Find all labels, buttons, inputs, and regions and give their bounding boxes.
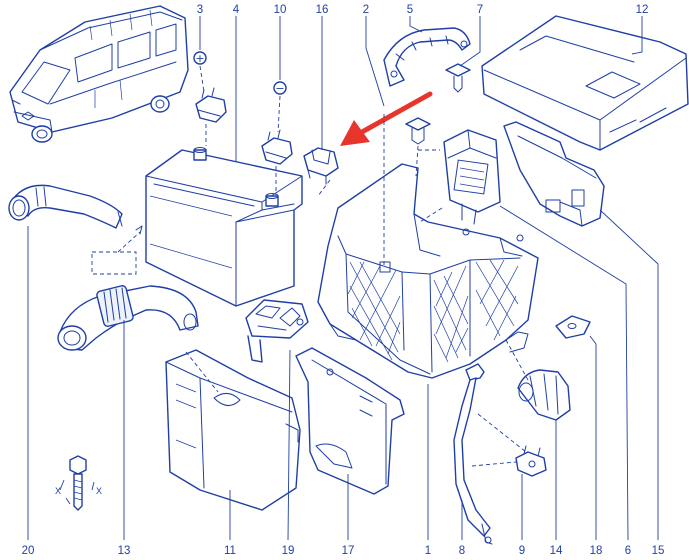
- callout-10: 10: [274, 4, 287, 16]
- minus-symbol: −: [275, 82, 284, 95]
- callout-7: 7: [477, 4, 483, 16]
- callout-16: 16: [316, 4, 329, 16]
- part-13-intake-duct: [57, 285, 199, 351]
- part-17-bracket: [295, 347, 405, 495]
- part-11-axis: [185, 351, 219, 393]
- callout-13: 13: [118, 545, 131, 557]
- part-5-handle: [383, 27, 471, 87]
- part-6-fuse-box: [443, 129, 501, 225]
- part-2-axis-b: [415, 145, 419, 177]
- callout-15: 15: [652, 545, 665, 557]
- callout-14: 14: [550, 545, 563, 557]
- plus-symbol: +: [195, 52, 204, 65]
- callout-19: 19: [282, 545, 295, 557]
- part-1-battery-tray: [317, 163, 539, 379]
- part-18-hole: [567, 323, 577, 329]
- part-12-top-cover: [481, 15, 689, 151]
- highlight-arrow-shaft: [359, 91, 433, 135]
- part-3-positive-terminal: [195, 87, 227, 123]
- part-9-axis-b: [471, 461, 517, 467]
- callout-12: 12: [636, 4, 649, 16]
- part-9-connector: [515, 445, 547, 477]
- bottom-left-screw: [59, 455, 95, 511]
- callout-numbers: 3 4 10 16 2 5 7 12 20 13 11 19 17 1 8 9 …: [22, 4, 665, 557]
- part-7-screw: [445, 63, 471, 93]
- part-16-axis: [317, 179, 331, 197]
- callout-9: 9: [519, 545, 525, 557]
- callout-2: 2: [363, 4, 369, 16]
- part-14-axis: [505, 339, 529, 381]
- plus-symbol-circle: [193, 51, 207, 65]
- part-11-battery-cover: [165, 349, 301, 511]
- callout-6: 6: [625, 545, 631, 557]
- callout-3: 3: [197, 4, 203, 16]
- part-10-negative-terminal: [261, 129, 293, 165]
- dimension-x-right: X: [96, 486, 102, 496]
- hidden-part-leader: [117, 231, 141, 253]
- part-15-bracket: [503, 121, 605, 227]
- callout-4: 4: [233, 4, 240, 16]
- part-8-tube: [453, 363, 493, 545]
- part-6-axis: [418, 149, 443, 223]
- part-10-axis: [275, 95, 281, 192]
- part-3-axis: [199, 65, 207, 146]
- leader-lines: [27, 16, 659, 541]
- callout-8: 8: [459, 545, 465, 557]
- part-2-bolt: [405, 117, 431, 145]
- part-9-axis-a: [477, 413, 527, 453]
- part-20-air-hose: [8, 184, 123, 229]
- callout-20: 20: [22, 545, 35, 557]
- hidden-part-outline: [91, 251, 137, 275]
- highlight-arrow-head: [340, 120, 370, 146]
- part-19-terminal-block: [245, 299, 309, 363]
- part-4-battery: [145, 147, 303, 307]
- hidden-part-arrowhead: [135, 225, 143, 235]
- callout-18: 18: [590, 545, 603, 557]
- callout-1: 1: [425, 545, 431, 557]
- callout-5: 5: [407, 4, 413, 16]
- dimension-x-left: X: [55, 486, 61, 496]
- callout-11: 11: [224, 545, 236, 557]
- part-16-clip: [303, 147, 339, 185]
- minus-symbol-circle: [273, 81, 287, 95]
- part-14-duct-elbow: [517, 369, 571, 421]
- van-illustration: [9, 5, 189, 143]
- part-18-pad: [555, 315, 591, 339]
- callout-17: 17: [342, 545, 355, 557]
